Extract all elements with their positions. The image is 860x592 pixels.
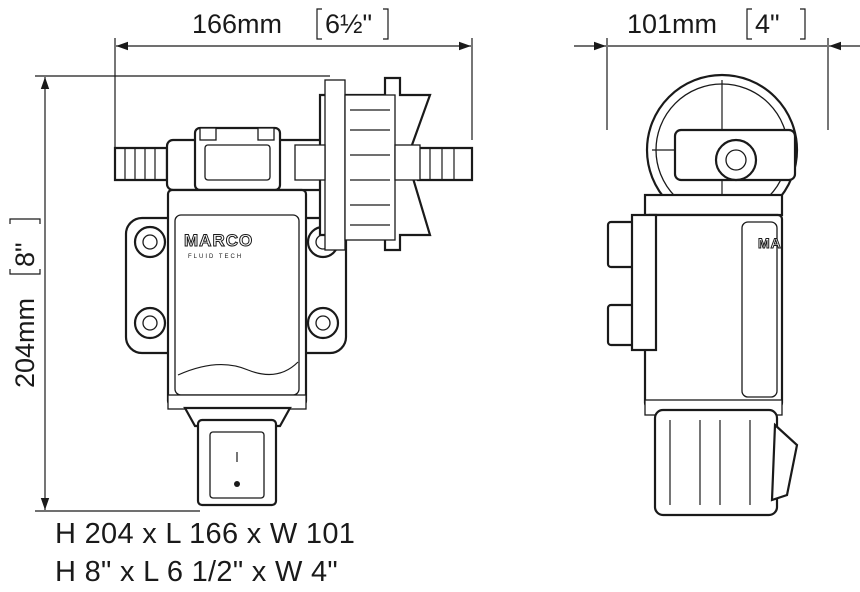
marco-logo: MARCO bbox=[184, 231, 253, 250]
svg-text:FLUID TECH: FLUID TECH bbox=[188, 254, 243, 260]
width-dimension: 101mm 4" bbox=[574, 8, 860, 130]
width-imperial: 4" bbox=[755, 9, 780, 39]
caption-imperial: H 8" x L 6 1/2" x W 4" bbox=[55, 556, 339, 588]
height-metric: 204mm bbox=[10, 298, 40, 388]
height-imperial: 8" bbox=[10, 242, 40, 267]
length-metric: 166mm bbox=[192, 9, 282, 39]
pump-side-view: MA bbox=[606, 73, 799, 517]
height-dimension: 204mm 8" bbox=[9, 75, 330, 512]
length-dimension: 166mm 6½" bbox=[114, 8, 473, 150]
length-imperial: 6½" bbox=[325, 9, 372, 39]
caption-metric: H 204 x L 166 x W 101 bbox=[55, 518, 356, 550]
width-metric: 101mm bbox=[627, 9, 717, 39]
svg-text:MA: MA bbox=[758, 235, 782, 251]
pump-front-view: MARCO FLUID TECH bbox=[113, 76, 474, 507]
